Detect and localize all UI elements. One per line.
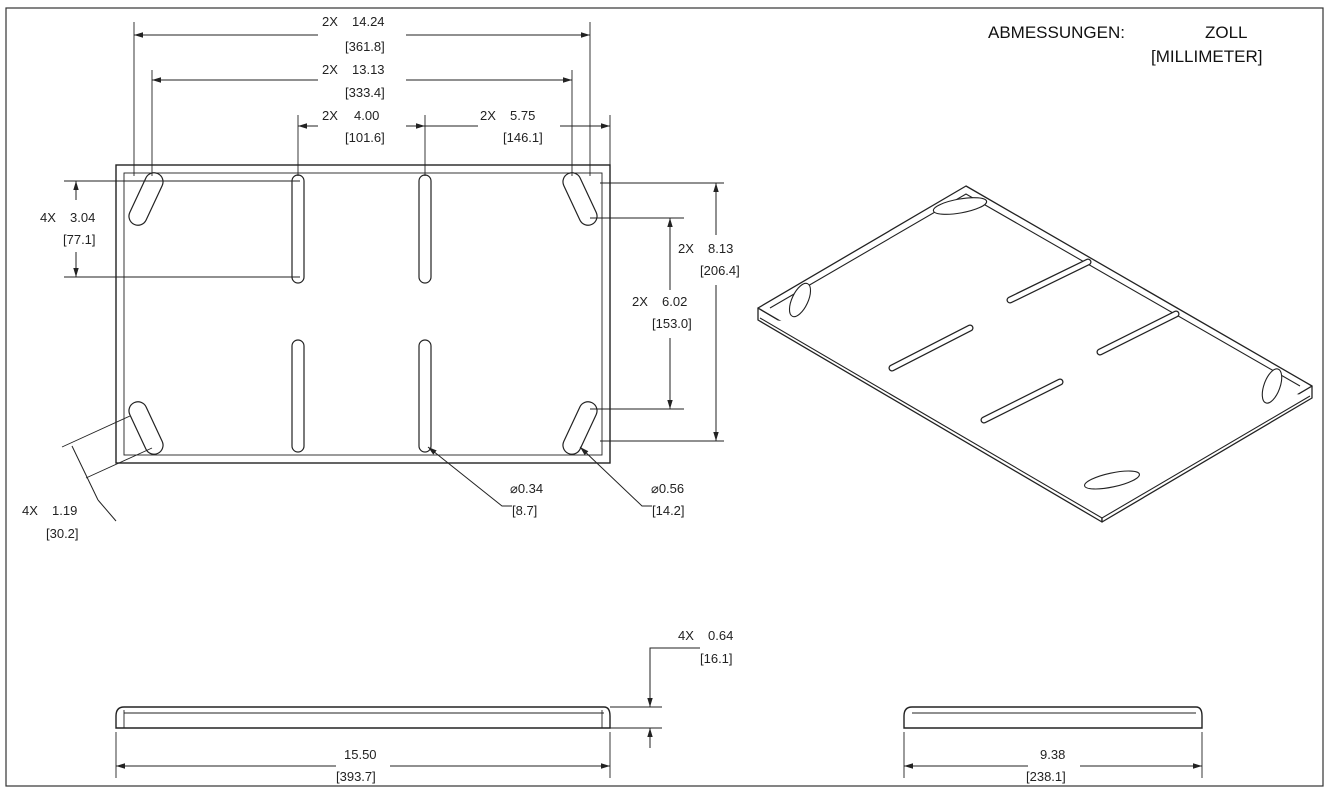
top-view: 2X 14.24 [361.8] 2X 13.13 [333.4] 2X 4.0… <box>22 14 740 541</box>
dim-overall-width-qty: 2X <box>322 14 338 29</box>
dim-right-inner-qty: 2X <box>632 294 648 309</box>
dim-slot-span-mm: [333.4] <box>345 85 385 100</box>
dim-corner-offset-inch: 1.19 <box>52 503 77 518</box>
dim-front-length-inch: 15.50 <box>344 747 377 762</box>
dim-front-length-mm: [393.7] <box>336 769 376 784</box>
dim-side-length-mm: [238.1] <box>1026 769 1066 784</box>
drawing-border <box>5 7 1324 787</box>
iso-corner-slot-right <box>1261 368 1283 404</box>
units-label: ABMESSUNGEN: <box>988 23 1125 42</box>
slot-right-lower <box>418 339 432 453</box>
side-tray-profile <box>903 706 1203 729</box>
dim-slot-span-qty: 2X <box>322 62 338 77</box>
dim-inner-gap-mm: [101.6] <box>345 130 385 145</box>
slot-left-lower <box>291 339 305 453</box>
side-view: 9.38 [238.1] <box>903 706 1203 784</box>
dim-inner-gap-qty: 2X <box>322 108 338 123</box>
dim-right-height-inch: 8.13 <box>708 241 733 256</box>
dim-flange-height-mm: [16.1] <box>700 651 733 666</box>
corner-slot-top-right <box>562 172 598 226</box>
front-view: 4X 0.64 [16.1] 15.50 [393.7] <box>115 628 733 784</box>
units-secondary: [MILLIMETER] <box>1151 47 1262 66</box>
iso-corner-slot-top <box>932 197 988 215</box>
dim-left-height-inch: 3.04 <box>70 210 95 225</box>
dim-slot-dia-large-mm: [14.2] <box>652 503 685 518</box>
dim-slot-dia-small-mm: [8.7] <box>512 503 537 518</box>
iso-corner-slot-bottom <box>1084 470 1140 490</box>
slot-left-upper <box>291 174 305 284</box>
dim-right-inner-inch: 6.02 <box>662 294 687 309</box>
dim-inner-gap-inch: 4.00 <box>354 108 379 123</box>
dim-side-gap-qty: 2X <box>480 108 496 123</box>
dim-slot-dia-large-inch: ⌀0.56 <box>651 481 684 496</box>
tray-outline <box>115 164 611 464</box>
dim-left-height-mm: [77.1] <box>63 232 96 247</box>
dim-right-height-mm: [206.4] <box>700 263 740 278</box>
dim-corner-offset-qty: 4X <box>22 503 38 518</box>
dim-overall-width-inch: 14.24 <box>352 14 385 29</box>
corner-slot-bottom-right <box>562 401 598 455</box>
dim-slot-dia-small-inch: ⌀0.34 <box>510 481 543 496</box>
dim-right-height-qty: 2X <box>678 241 694 256</box>
corner-slot-bottom-left <box>128 401 164 455</box>
dim-flange-height-qty: 4X <box>678 628 694 643</box>
units-primary: ZOLL <box>1205 23 1248 42</box>
dim-right-inner-mm: [153.0] <box>652 316 692 331</box>
corner-slot-top-left <box>128 172 164 226</box>
dim-side-gap-mm: [146.1] <box>503 130 543 145</box>
dim-slot-span-inch: 13.13 <box>352 62 385 77</box>
isometric-view <box>757 185 1313 523</box>
dim-side-gap-inch: 5.75 <box>510 108 535 123</box>
front-tray-profile <box>115 706 611 729</box>
dim-flange-height-inch: 0.64 <box>708 628 733 643</box>
dim-overall-width-mm: [361.8] <box>345 39 385 54</box>
slot-right-upper <box>418 174 432 284</box>
tray-inner-outline <box>123 172 603 456</box>
units-legend: ABMESSUNGEN: ZOLL [MILLIMETER] <box>988 23 1262 66</box>
dim-corner-offset-mm: [30.2] <box>46 526 79 541</box>
dim-side-length-inch: 9.38 <box>1040 747 1065 762</box>
iso-corner-slot-left <box>788 282 812 318</box>
dim-left-height-qty: 4X <box>40 210 56 225</box>
